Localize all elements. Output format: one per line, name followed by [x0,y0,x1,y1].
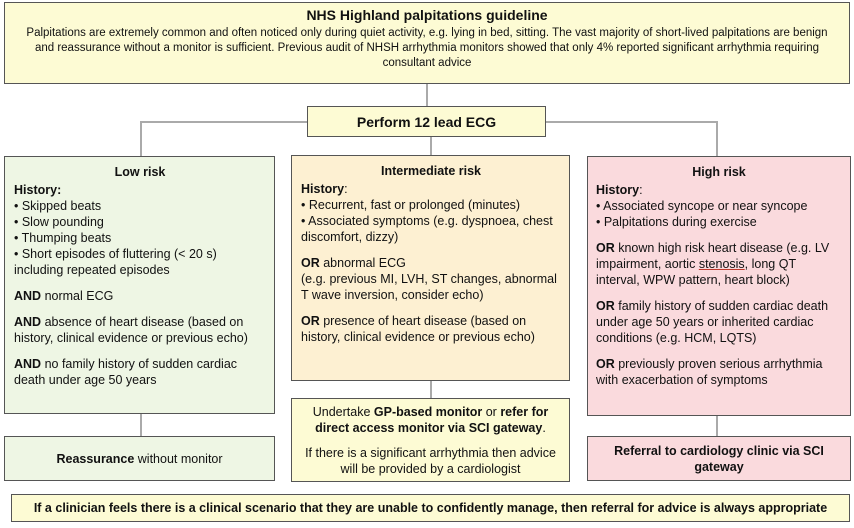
ecg-label: Perform 12 lead ECG [356,113,497,130]
mid-history-label: History [301,182,345,196]
or-keyword: OR [596,357,615,371]
outcome-text: or [482,405,501,419]
outcome-text: Undertake [312,405,374,419]
intermediate-risk-box: Intermediate risk History: • Recurrent, … [291,155,570,381]
high-risk-title: High risk [692,165,746,179]
mid-history-item: • Recurrent, fast or prolonged (minutes) [301,198,521,212]
footer-note: If a clinician feels there is a clinical… [11,494,850,522]
high-outcome-text: Referral to cardiology clinic via SCI ga… [614,443,824,474]
high-risk-box: High risk History: • Associated syncope … [587,156,851,416]
mid-outcome-line1: Undertake GP-based monitor or refer for … [302,404,559,436]
low-risk-title: Low risk [114,165,166,179]
criterion-text: known high risk heart disease (e.g. LV i… [596,241,830,271]
colon: : [344,182,348,196]
high-history-item: • Associated syncope or near syncope [596,199,808,213]
low-risk-outcome: Reassurance without monitor [4,436,275,481]
intermediate-risk-outcome: Undertake GP-based monitor or refer for … [291,398,570,482]
criterion-text: normal ECG [41,289,114,303]
and-keyword: AND [14,357,42,371]
low-criterion-ecg: AND normal ECG [14,288,266,304]
gp-monitor-keyword: GP-based monitor [373,405,483,419]
guideline-intro: Palpitations are extremely common and of… [26,27,828,69]
criterion-text: previously proven serious arrhythmia wit… [596,357,823,387]
direct-access-keyword: refer for direct access monitor via SCI … [315,405,549,435]
and-keyword: AND [14,315,42,329]
low-history-item: • Slow pounding [14,215,104,229]
low-outcome-text: Reassurance without monitor [56,451,222,467]
high-history-label: History [596,183,640,197]
mid-criterion-ecg: OR abnormal ECG [301,255,561,271]
low-criterion-family-history: AND no family history of sudden cardiac … [14,356,266,388]
connector-to-low [140,121,142,157]
mid-criterion-ecg-detail: (e.g. previous MI, LVH, ST changes, abno… [301,272,557,302]
connector-to-high [716,121,718,157]
high-criterion-family-history: OR family history of sudden cardiac deat… [596,298,842,346]
low-history-item: • Thumping beats [14,231,112,245]
criterion-text: absence of heart disease (based on histo… [14,315,248,345]
or-keyword: OR [596,299,615,313]
or-keyword: OR [301,314,320,328]
and-keyword: AND [14,289,42,303]
guideline-header: NHS Highland palpitations guideline Palp… [4,2,850,84]
low-criterion-heart-disease: AND absence of heart disease (based on h… [14,314,266,346]
colon: : [639,183,643,197]
footer-text: If a clinician feels there is a clinical… [33,501,828,515]
or-keyword: OR [301,256,320,270]
outcome-text: . [542,421,546,435]
criterion-text: no family history of sudden cardiac deat… [14,357,238,387]
mid-history-heading: History: [301,181,561,197]
high-criterion-heart-disease: OR known high risk heart disease (e.g. L… [596,240,842,288]
high-history-item: • Palpitations during exercise [596,215,757,229]
criterion-text: abnormal ECG [319,256,406,270]
intermediate-risk-title: Intermediate risk [380,164,482,178]
low-history-item: • Skipped beats [14,199,102,213]
connector-high-outcome [716,416,718,436]
mid-outcome-line2: If there is a significant arrhythmia the… [305,446,556,476]
outcome-text: without monitor [134,451,223,466]
high-history-heading: History: [596,182,842,198]
mid-criterion-heart-disease: OR presence of heart disease (based on h… [301,313,561,345]
criterion-text: presence of heart disease (based on hist… [301,314,535,344]
high-risk-outcome: Referral to cardiology clinic via SCI ga… [587,436,851,481]
connector-header-ecg [426,84,428,108]
connector-mid-outcome [430,380,432,398]
guideline-title: NHS Highland palpitations guideline [306,7,548,23]
ecg-box: Perform 12 lead ECG [307,106,546,137]
low-history-label: History: [14,183,62,197]
connector-low-outcome [140,414,142,436]
criterion-text: family history of sudden cardiac death u… [596,299,829,345]
mid-history-item: • Associated symptoms (e.g. dyspnoea, ch… [301,214,553,244]
connector-to-mid [430,136,432,156]
low-risk-box: Low risk History: • Skipped beats • Slow… [4,156,275,414]
criterion-text: , long QT interval, WPW pattern, heart b… [596,257,796,287]
criterion-text: stenosis [698,257,745,271]
or-keyword: OR [596,241,615,255]
reassurance-keyword: Reassurance [56,451,135,466]
low-history-item: • Short episodes of fluttering (< 20 s) … [14,247,217,277]
high-criterion-arrhythmia: OR previously proven serious arrhythmia … [596,356,842,388]
